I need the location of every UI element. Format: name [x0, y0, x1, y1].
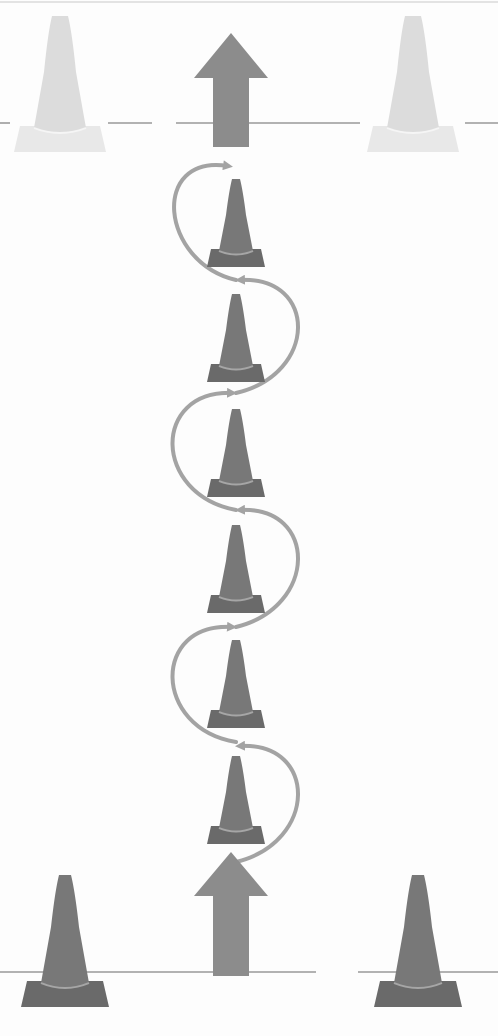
cone-bottom-left: [21, 875, 109, 1007]
cone-slalom-6: [207, 756, 265, 844]
start-arrow-icon: [194, 852, 268, 976]
cone-top-right: [367, 16, 459, 152]
weave-segment-3: [234, 504, 300, 629]
cone-slalom-2: [207, 294, 265, 382]
cone-slalom-3: [207, 409, 265, 497]
finish-arrow-icon: [194, 33, 268, 147]
cone-slalom-4: [207, 525, 265, 613]
cone-slalom-5: [207, 640, 265, 728]
weave-segment-5: [234, 274, 300, 395]
weave-segment-6: [172, 160, 238, 282]
weave-path: [170, 160, 300, 864]
weave-segment-2: [170, 621, 238, 744]
cone-top-left: [14, 16, 106, 152]
cone-slalom-1: [207, 179, 265, 267]
weave-segment-1: [234, 740, 300, 864]
weave-segment-4: [170, 387, 238, 512]
cone-bottom-right: [374, 875, 462, 1007]
